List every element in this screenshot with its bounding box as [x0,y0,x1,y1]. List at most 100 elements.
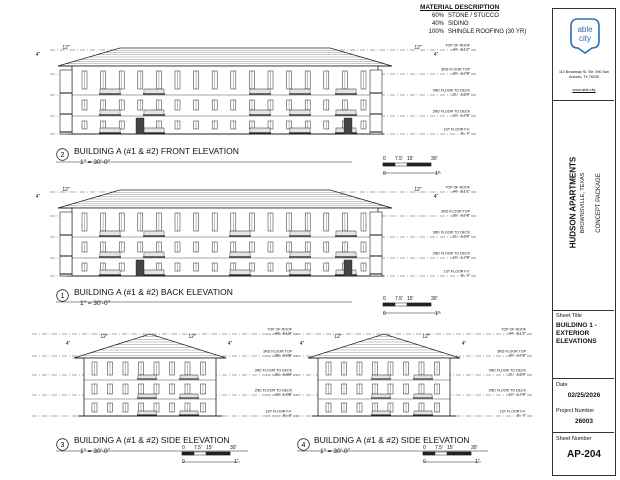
view-number-bubble: 4 [297,438,310,451]
title-block-divider [552,432,614,433]
level-label: 2ND FLOOR TO DECK [255,389,293,393]
title-block-divider [552,378,614,379]
sheet-title: BUILDING 1 - EXTERIOR ELEVATIONS [556,322,597,345]
sheet-date: 02/25/2026 [567,392,601,399]
level-elevation: 10' - 1 7/8" [509,393,527,397]
project-package: CONCEPT PACKAGE [596,173,602,233]
level-elevation: 30' - 4 7/8" [509,354,527,358]
balcony-rail [413,374,433,380]
project-number: 26003 [574,418,594,425]
project-number-label: Project Number [556,408,595,414]
balcony-rail [179,374,199,380]
stair-tower [369,69,383,135]
material-row: 60%STONE / STUCCO [431,13,499,19]
scale-bar-side-right-segment [422,451,436,456]
roof-pitch-label: 12" [188,334,196,340]
view-scale: 1" = 30'-0" [80,300,110,307]
level-elevation: 21' - 3 3/4" [509,373,527,377]
roof-overhang-label: 4" [462,341,467,347]
scale-bar-side-left-segment [205,451,231,456]
level-label: 3RD FLOOR TOP [263,350,292,354]
stair-tower [369,211,383,277]
level-label: 2ND FLOOR TO DECK [433,252,471,256]
scale-bar-front-segment [382,162,396,167]
view-number-bubble: 3 [56,438,69,451]
level-label: 3RD FLOOR TOP [441,68,470,72]
level-label: TOP OF ROOF [445,186,470,190]
svg-text:1: 1 [61,293,65,300]
balcony-rail [137,393,157,399]
level-elevation: 30' - 4 7/8" [453,72,471,76]
scale-bar-front-segment [406,162,432,167]
level-label: 1ST FLOOR F.F. [500,410,527,414]
entry-door [135,259,145,277]
balcony-rail [137,374,157,380]
level-elevation: 0' - 0" [517,414,527,418]
view-number-bubble: 1 [56,289,69,302]
view-title: BUILDING A (#1 & #2) SIDE ELEVATION [74,435,230,445]
balcony-rail [413,393,433,399]
svg-text:3: 3 [61,442,65,449]
firm-address: 110 Broadway St. Ste. 590 San Antonio, T… [559,70,609,79]
roof-overhang-label: 4" [228,341,233,347]
view-scale: 1" = 30'-0" [80,159,110,166]
title-block-divider [552,100,614,101]
level-elevation: 44' - 6 1/2" [275,332,293,336]
stair-tower [59,211,73,277]
level-elevation: 10' - 1 7/8" [453,114,471,118]
view-number-bubble: 2 [56,148,69,161]
level-elevation: 44' - 6 1/2" [453,48,471,52]
roof-overhang-label: 4" [36,194,41,200]
material-row: 40%SIDING [431,21,469,27]
balcony-rail [179,393,199,399]
title-block-divider [552,310,614,311]
scale-bar-side-right-segment [446,451,472,456]
facade [83,357,217,417]
level-label: 1ST FLOOR F.F. [444,128,471,132]
roof-gable [307,333,461,359]
roof-gable [73,333,227,359]
view-title: BUILDING A (#1 & #2) SIDE ELEVATION [314,435,470,445]
roof-pitch-label: 12" [422,334,430,340]
level-label: 2ND FLOOR TO DECK [489,389,527,393]
level-elevation: 21' - 3 3/4" [453,93,471,97]
material-heading: MATERIAL DESCRIPTION [420,4,500,11]
facade [71,207,379,277]
level-elevation: 0' - 0" [283,414,293,418]
project-location: BROWNSVILLE, TEXAS [580,172,586,234]
level-label: 3RD FLOOR TO DECK [255,369,293,373]
level-label: TOP OF ROOF [445,44,470,48]
roof-pitch-label: 12" [100,334,108,340]
entry-door [343,259,353,277]
level-elevation: 0' - 0" [461,274,471,278]
level-label: 2ND FLOOR TO DECK [433,110,471,114]
roof-overhang-label: 4" [36,52,41,58]
view-title: BUILDING A (#1 & #2) FRONT ELEVATION [74,146,239,156]
roof-overhang-label: 4" [434,194,439,200]
level-elevation: 10' - 1 7/8" [453,256,471,260]
project-name: HUDSON APARTMENTS [568,156,578,249]
sheet-number-label: Sheet Number [556,436,592,442]
sheet-number: AP-204 [567,449,601,460]
svg-text:4: 4 [302,442,306,449]
stair-tower [59,69,73,135]
svg-text:2: 2 [61,152,65,159]
roof-overhang-label: 4" [434,52,439,58]
level-elevation: 44' - 6 1/2" [509,332,527,336]
entry-door [343,117,353,135]
level-elevation: 21' - 3 3/4" [453,235,471,239]
material-row: 100%SHINGLE ROOFING (30 YR) [428,29,527,35]
scale-bar-side-left-segment [181,451,195,456]
level-elevation: 44' - 6 1/2" [453,190,471,194]
level-label: 3RD FLOOR TO DECK [489,369,527,373]
roof-pitch-label: 12" [414,187,422,193]
balcony-rail [137,410,157,416]
level-elevation: 30' - 4 7/8" [275,354,293,358]
firm-website[interactable]: www.able.city [572,88,596,92]
title-block [552,8,616,476]
roof-overhang-label: 4" [66,341,71,347]
balcony-rail [179,410,199,416]
level-label: 3RD FLOOR TOP [441,210,470,214]
material-description: MATERIAL DESCRIPTION 60%STONE / STUCCO 4… [420,4,526,36]
